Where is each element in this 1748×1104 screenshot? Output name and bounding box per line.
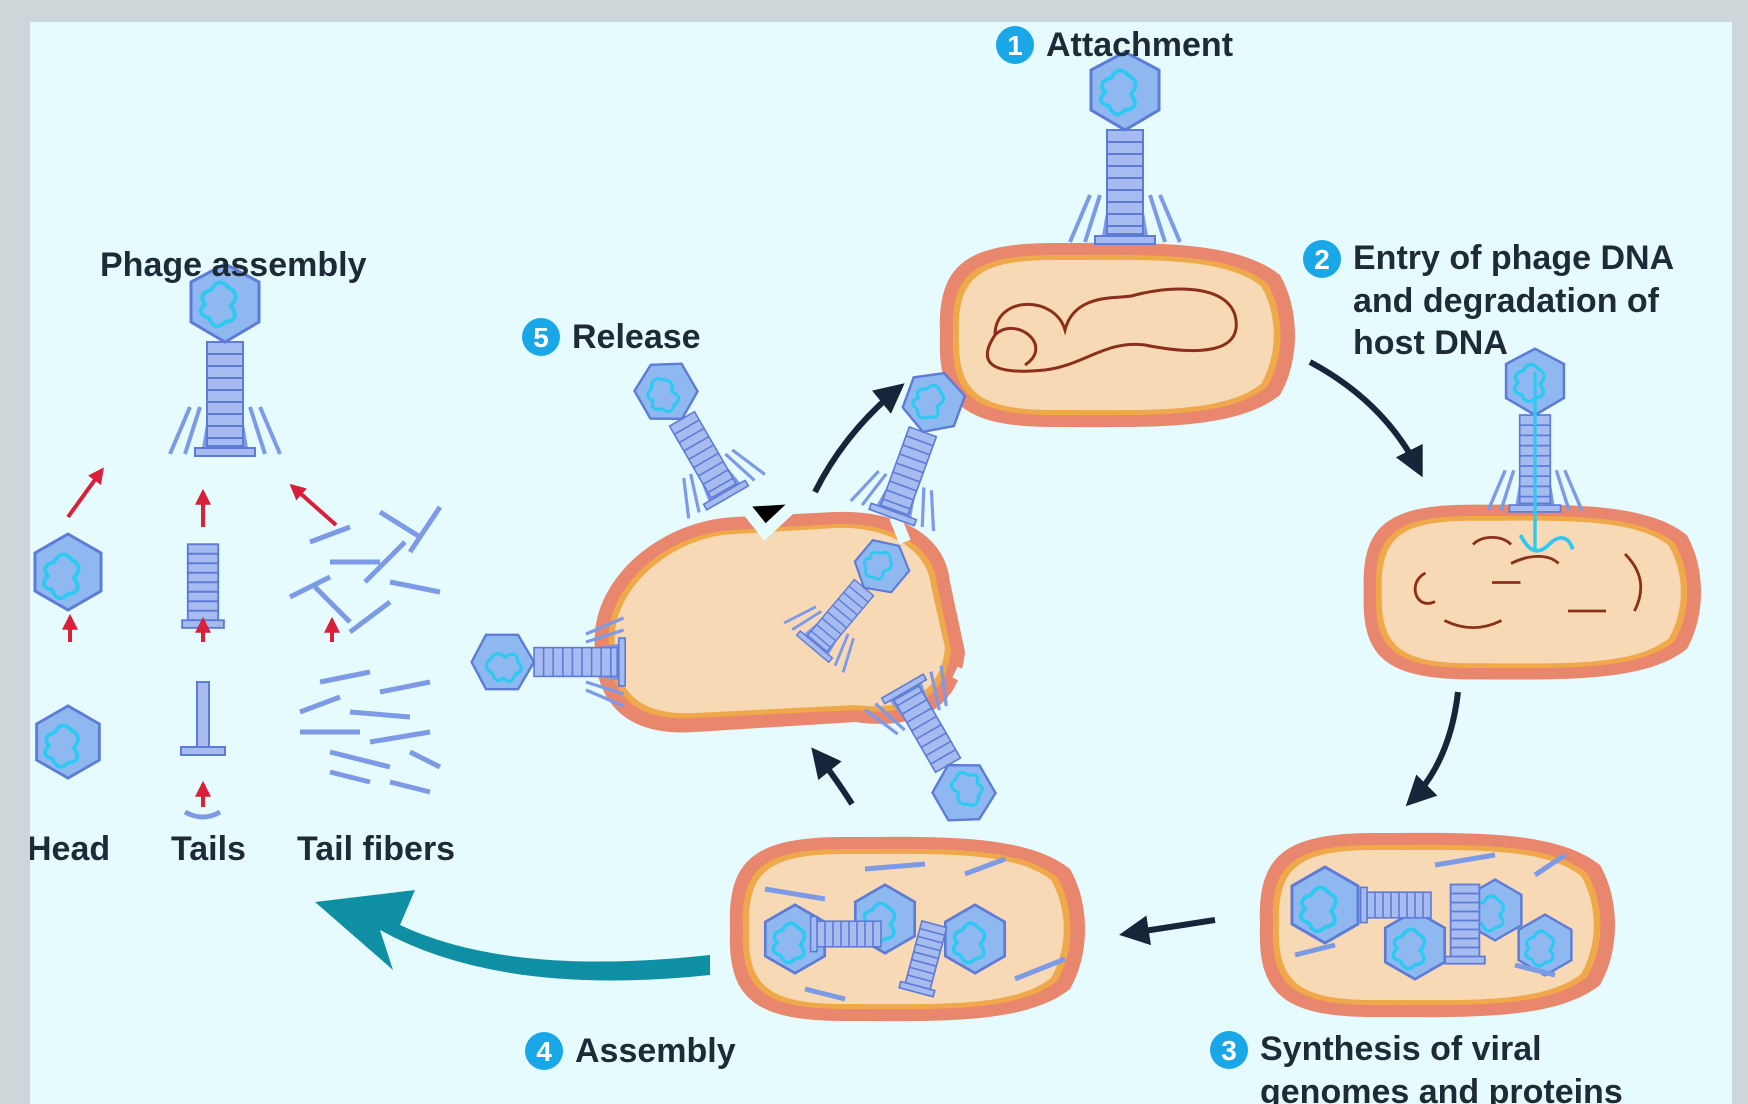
step-4-label: 4 Assembly — [525, 1030, 736, 1073]
part-label-tail-fibers: Tail fibers — [297, 828, 455, 871]
part-label-tails: Tails — [171, 828, 246, 871]
cell-entry — [1364, 504, 1701, 679]
diagram-panel: 1 Attachment 2 Entry of phage DNA and de… — [30, 22, 1732, 1104]
arrow-5-to-1 — [815, 387, 900, 492]
cell-assembly — [730, 837, 1085, 1021]
arrow-3-to-4 — [1125, 920, 1215, 934]
step-3-label: 3 Synthesis of viral genomes and protein… — [1210, 1028, 1710, 1104]
teal-arrow-to-assembly — [315, 890, 710, 980]
step-2-badge: 2 — [1303, 240, 1341, 278]
step-5-text: Release — [572, 316, 701, 359]
step-1-label: 1 Attachment — [996, 24, 1233, 67]
cell-synthesis — [1260, 833, 1615, 1017]
step-4-text: Assembly — [575, 1030, 736, 1073]
step-3-badge: 3 — [1210, 1031, 1248, 1069]
step-2-text: Entry of phage DNA and degradation of ho… — [1353, 237, 1713, 365]
phage-attached — [1070, 52, 1180, 244]
arrow-2-to-3 — [1410, 692, 1458, 802]
step-5-badge: 5 — [522, 318, 560, 356]
assembled-phage — [170, 264, 280, 456]
lytic-cycle-illustration — [30, 22, 1732, 1104]
step-3-text: Synthesis of viral genomes and proteins — [1260, 1028, 1680, 1104]
step-1-badge: 1 — [996, 26, 1034, 64]
red-assembly-arrows — [68, 470, 336, 807]
step-4-badge: 4 — [525, 1032, 563, 1070]
arrow-4-to-5 — [815, 752, 852, 804]
part-heads — [35, 534, 101, 778]
part-label-head: Head — [30, 828, 110, 871]
phage-assembly-title: Phage assembly — [100, 244, 366, 287]
part-tail-fibers — [290, 507, 440, 792]
arrow-1-to-2 — [1310, 362, 1420, 472]
step-1-text: Attachment — [1046, 24, 1233, 67]
step-2-label: 2 Entry of phage DNA and degradation of … — [1303, 237, 1723, 365]
step-5-label: 5 Release — [522, 316, 701, 359]
part-tails — [181, 544, 225, 817]
cell-attachment — [940, 243, 1295, 427]
